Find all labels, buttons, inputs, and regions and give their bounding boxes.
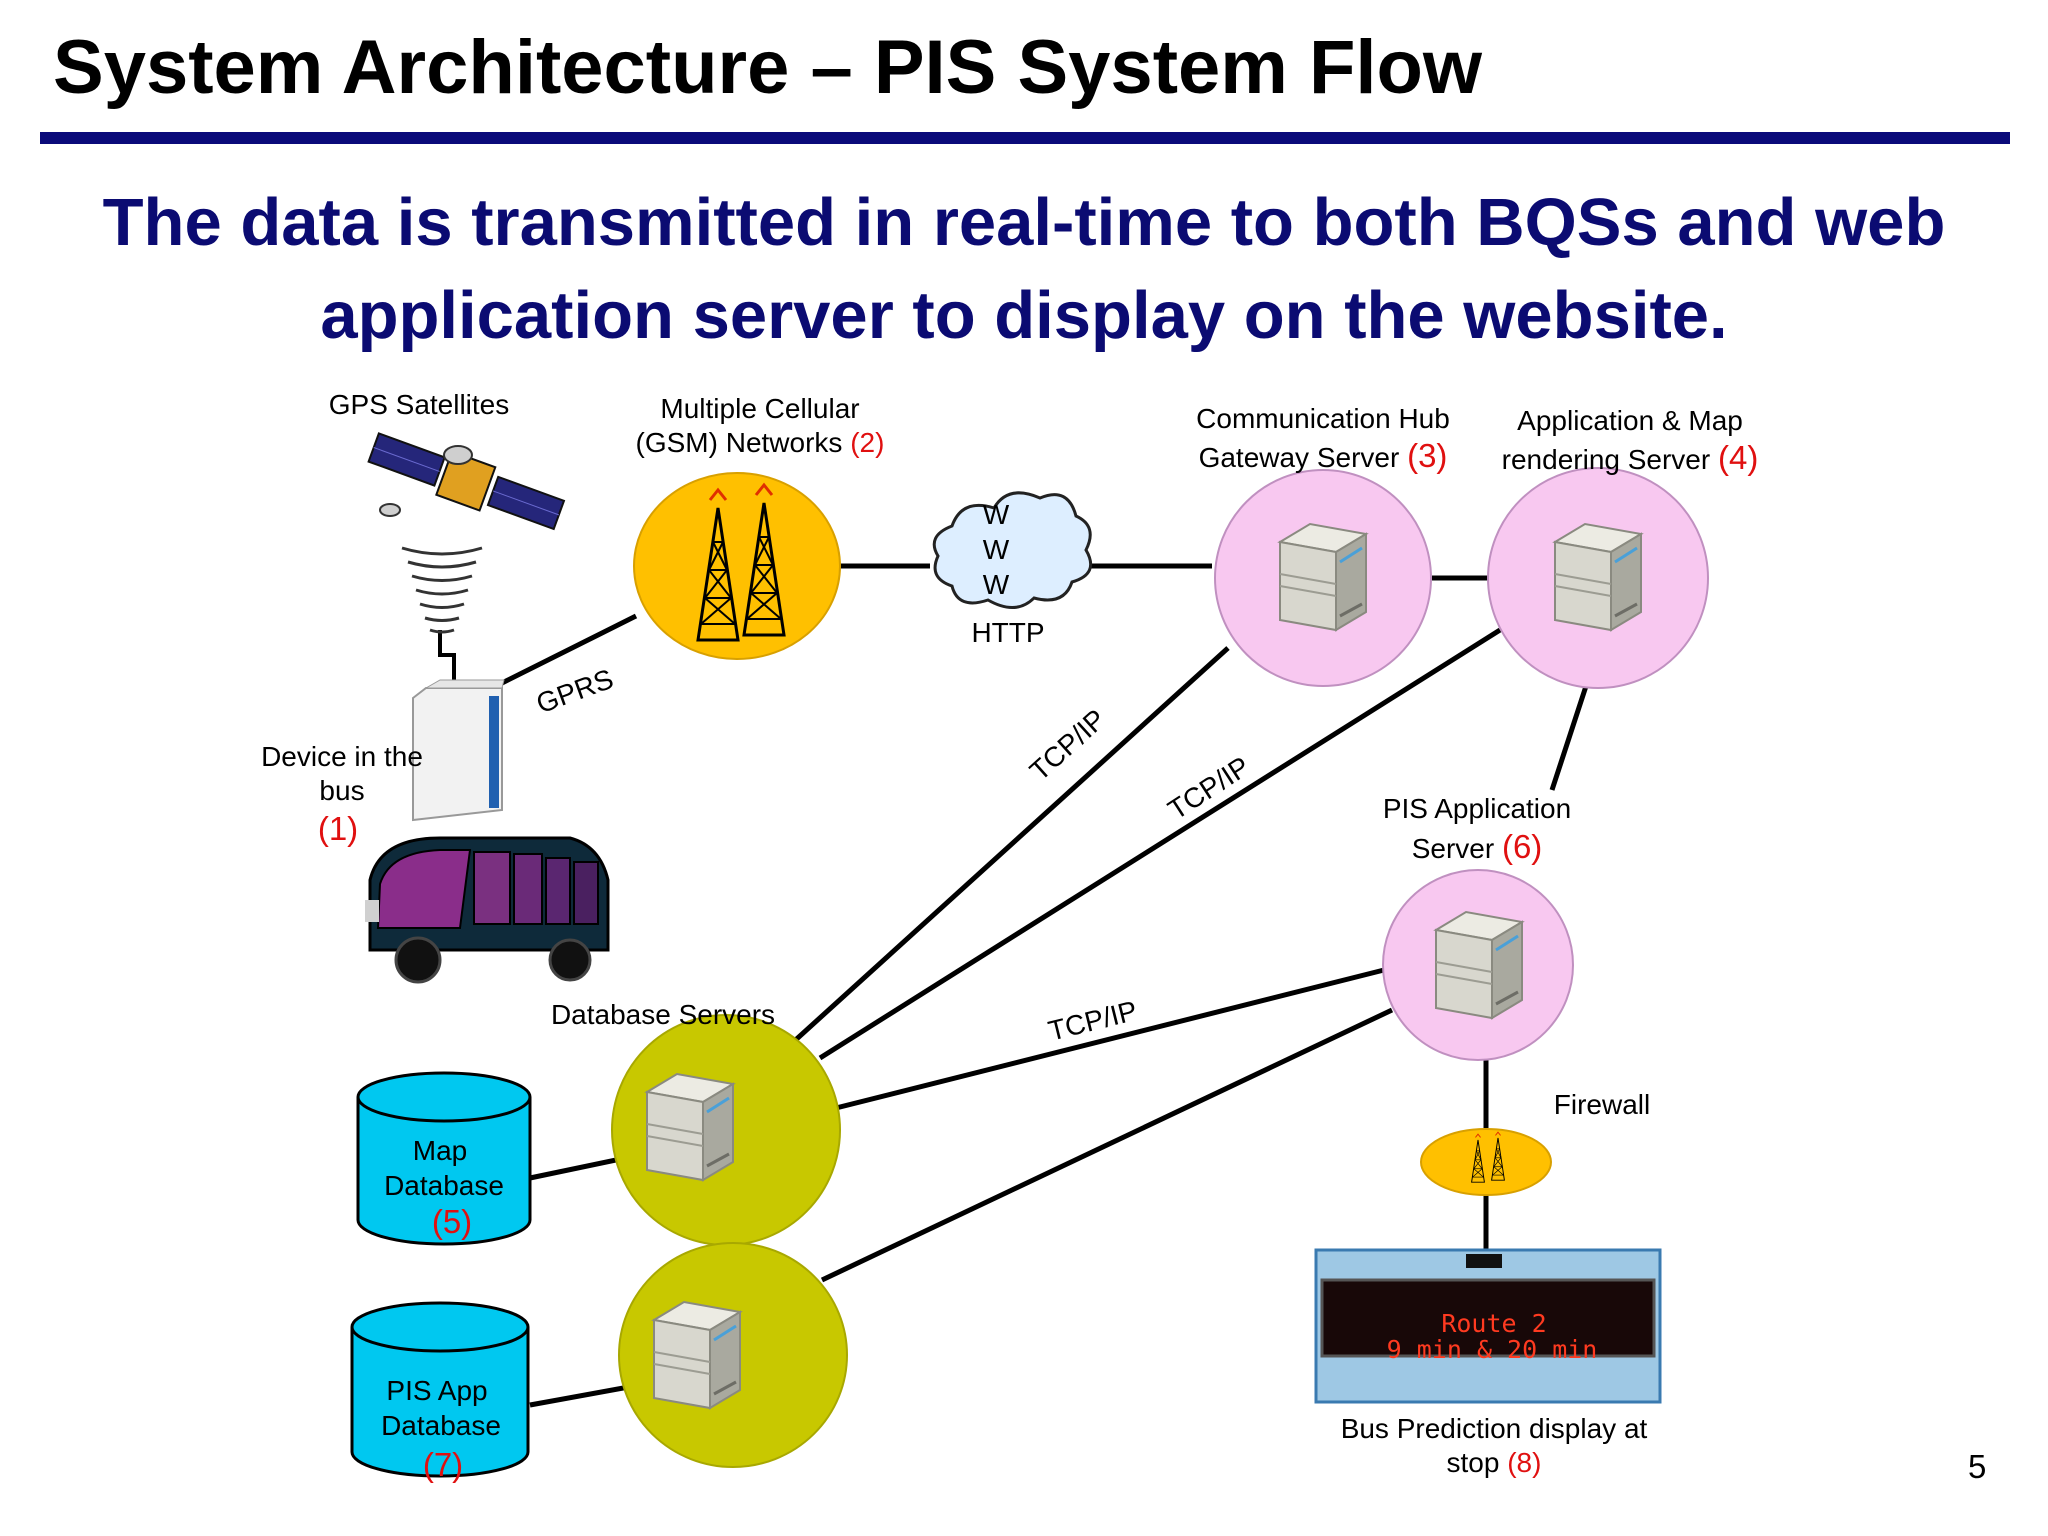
map-database-icon <box>356 1071 532 1246</box>
pis-db-label-line-2: Database <box>381 1410 501 1441</box>
communication-hub-server-node <box>1214 469 1432 687</box>
cellular-label-line-2: (GSM) Networks (2) <box>636 427 885 458</box>
bus-device-icon <box>412 679 505 822</box>
connection-lines <box>438 563 1591 1408</box>
pis-db-number: (7) <box>423 1446 463 1483</box>
www-letter-3: W <box>983 569 1010 600</box>
link-pis-server-to-db <box>835 967 1385 1111</box>
gps-label: GPS Satellites <box>329 389 510 420</box>
cellular-label-line-1: Multiple Cellular <box>660 393 859 424</box>
link-appmap-to-db <box>818 627 1502 1061</box>
link-antenna-to-device <box>438 630 456 690</box>
bus-icon <box>365 836 610 984</box>
pis-server-label-line-1: PIS Application <box>1383 793 1571 824</box>
display-line-2: 9 min & 20 min <box>1387 1335 1598 1364</box>
firewall-label: Firewall <box>1554 1089 1650 1120</box>
display-label-line-1: Bus Prediction display at <box>1341 1413 1648 1444</box>
http-label: HTTP <box>971 617 1044 648</box>
pis-app-database-icon <box>350 1301 530 1478</box>
link-hub-to-db <box>788 646 1230 1047</box>
www-cloud-icon <box>932 491 1093 609</box>
hub-label-line-2: Gateway Server (3) <box>1199 437 1448 474</box>
pis-application-server-node <box>1382 869 1574 1061</box>
subtitle-line-1: The data is transmitted in real-time to … <box>102 185 1946 260</box>
appmap-label-line-1: Application & Map <box>1517 405 1743 436</box>
database-server-node-1 <box>611 1014 841 1246</box>
link-pis-db <box>529 1382 641 1408</box>
tcpip-label-3: TCP/IP <box>1045 995 1140 1047</box>
link-gprs <box>500 613 638 686</box>
device-number: (1) <box>318 810 358 847</box>
page-number: 5 <box>1968 1448 1987 1485</box>
firewall-icon <box>1420 1128 1552 1196</box>
cellular-network-node <box>633 472 841 660</box>
database-servers-label: Database Servers <box>551 999 775 1030</box>
www-letter-2: W <box>983 534 1010 565</box>
appmap-label-line-2: rendering Server (4) <box>1502 439 1759 476</box>
display-label-line-2: stop (8) <box>1447 1447 1542 1478</box>
slide-subtitle: The data is transmitted in real-time to … <box>0 176 2048 362</box>
map-db-label-line-1: Map <box>413 1135 467 1166</box>
pis-db-label-line-1: PIS App <box>386 1375 487 1406</box>
pis-server-label-line-2: Server (6) <box>1412 828 1543 865</box>
database-server-node-2 <box>618 1242 848 1468</box>
map-db-label-line-2: Database <box>384 1170 504 1201</box>
link-appmap-to-pis-server <box>1549 679 1591 791</box>
device-label-line-2: bus <box>319 775 364 806</box>
subtitle-line-2: application server to display on the web… <box>320 278 1728 353</box>
gprs-label: GPRS <box>532 663 617 719</box>
bus-prediction-display: Route 2 9 min & 20 min <box>1314 1248 1662 1404</box>
www-letter-1: W <box>983 499 1010 530</box>
device-label-line-1: Device in the <box>261 741 423 772</box>
map-db-number: (5) <box>432 1203 472 1240</box>
link-pis-server-to-pis-db <box>820 1007 1394 1283</box>
tcpip-label-1: TCP/IP <box>1024 703 1112 786</box>
slide-title: System Architecture – PIS System Flow <box>53 25 1483 110</box>
title-underline <box>40 132 2010 144</box>
gps-satellite-icon <box>367 432 566 531</box>
hub-label-line-1: Communication Hub <box>1196 403 1450 434</box>
signal-beam-icon <box>401 546 483 634</box>
application-map-server-node <box>1487 467 1709 689</box>
display-line-1: Route 2 <box>1441 1309 1546 1338</box>
